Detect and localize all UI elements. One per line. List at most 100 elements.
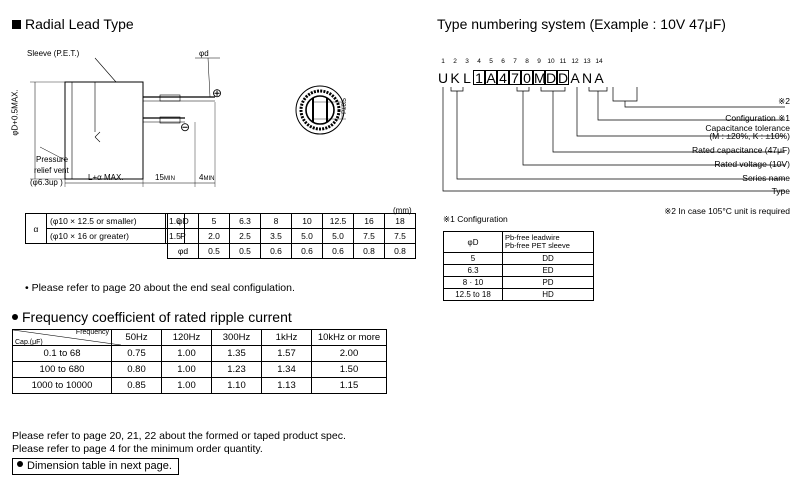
alpha-cond: (φ10 × 12.5 or smaller) <box>46 213 166 229</box>
lead-end-sub: MIN <box>203 176 215 182</box>
freq-cap: 100 to 680 <box>12 361 112 378</box>
code-char-box: A <box>485 70 497 86</box>
diameter-max-label: φD+0.5MAX. <box>10 89 20 136</box>
code-label-series: Series name <box>742 173 790 183</box>
freq-cell: 1.15 <box>311 377 387 394</box>
code-label-voltage: Rated voltage (10V) <box>714 159 790 169</box>
code-char: A <box>594 70 604 86</box>
dim-head: P <box>167 228 199 244</box>
code-position: 4 <box>477 58 481 65</box>
pressure-vent-label-2: relief vent <box>34 166 69 175</box>
config-head-line: Pb-free PET sleeve <box>505 241 570 250</box>
code-char: U <box>437 70 449 86</box>
minus-icon: ⊖ <box>180 120 191 134</box>
min-order-note: Please refer to page 4 for the minimum o… <box>12 443 263 455</box>
code-char: K <box>450 70 460 86</box>
code-position: 5 <box>489 58 493 65</box>
freq-cell: 2.00 <box>311 345 387 362</box>
formed-taped-note: Please refer to page 20, 21, 22 about th… <box>12 430 346 442</box>
freq-cell: 0.80 <box>111 361 162 378</box>
config-title: ※1 Configuration <box>443 214 508 224</box>
freq-header: 1kHz <box>261 329 312 346</box>
config-head-line: Pb-free leadwire <box>505 233 560 242</box>
code-position: 12 <box>571 58 579 65</box>
freq-cell: 1.00 <box>161 377 212 394</box>
code-position: 3 <box>465 58 469 65</box>
freq-cell: 0.75 <box>111 345 162 362</box>
freq-cell: 1.10 <box>211 377 262 394</box>
pitch-label: P±0.5 <box>341 98 348 114</box>
code-position: 7 <box>513 58 517 65</box>
dim-cell: 12.5 <box>322 213 354 229</box>
pressure-vent-label-3: (φ6.3up ) <box>30 178 63 187</box>
section-title-type-numbering: Type numbering system (Example : 10V 47μ… <box>437 16 726 32</box>
dimension-table: φD 5 6.3 8 10 12.5 16 18 P 2.0 2.5 3.5 5… <box>167 213 416 259</box>
config-head-diameter: φD <box>443 231 503 253</box>
square-bullet-icon <box>12 20 21 29</box>
dim-head: φD <box>167 213 199 229</box>
code-position: 2 <box>453 58 457 65</box>
code-label-type: Type <box>771 186 790 196</box>
diagonal-divider <box>13 330 121 345</box>
section-title-radial: Radial Lead Type <box>12 16 134 32</box>
freq-cell: 1.23 <box>211 361 262 378</box>
dim-cell: 0.8 <box>353 243 385 259</box>
dim-cell: 5.0 <box>291 228 323 244</box>
code-position: 13 <box>583 58 591 65</box>
next-page-link[interactable]: Dimension table in next page. <box>12 458 179 475</box>
code-position: 14 <box>595 58 603 65</box>
config-code: DD <box>502 252 594 265</box>
freq-corner-bottom: Cap.(μF) <box>15 339 43 346</box>
freq-corner-top: Frequency <box>75 329 109 336</box>
code-label-configuration: Configuration ※1 <box>725 113 790 123</box>
dim-cell: 0.5 <box>198 243 230 259</box>
freq-cell: 1.57 <box>261 345 312 362</box>
freq-cell: 1.35 <box>211 345 262 362</box>
code-char-box: 7 <box>509 70 521 86</box>
sleeve-label: Sleeve (P.E.T.) <box>27 49 80 58</box>
code-label-105c: ※2 <box>778 96 790 106</box>
dim-cell: 2.0 <box>198 228 230 244</box>
dim-cell: 10 <box>291 213 323 229</box>
lead-length-sub: MIN <box>163 176 175 182</box>
dim-cell: 3.5 <box>260 228 292 244</box>
alpha-table: α (φ10 × 12.5 or smaller) 1.0 (φ10 × 16 … <box>25 213 185 244</box>
code-char-box: D <box>545 70 557 86</box>
section-title-text: Radial Lead Type <box>25 16 134 32</box>
freq-cell: 1.13 <box>261 377 312 394</box>
alpha-cond: (φ10 × 16 or greater) <box>46 228 166 244</box>
next-page-text: Dimension table in next page. <box>27 460 172 472</box>
code-position: 10 <box>547 58 555 65</box>
config-head-code: Pb-free leadwire Pb-free PET sleeve <box>502 231 594 253</box>
code-label-capacitance: Rated capacitance (47μF) <box>692 145 790 155</box>
length-label: L+α MAX. <box>88 173 124 182</box>
code-position: 6 <box>501 58 505 65</box>
mm-unit: (mm) <box>393 206 412 215</box>
capacitor-drawing <box>30 57 346 187</box>
dim-cell: 0.8 <box>384 243 416 259</box>
105c-note: ※2 In case 105°C unit is required <box>664 206 790 216</box>
code-char-box: 4 <box>497 70 509 86</box>
dim-cell: 18 <box>384 213 416 229</box>
code-position: 11 <box>559 58 567 65</box>
code-char: L <box>463 70 471 86</box>
code-char-box: M <box>533 70 546 86</box>
code-char-box: D <box>557 70 569 86</box>
lead-length-value: 15 <box>155 173 164 182</box>
dim-cell: 16 <box>353 213 385 229</box>
dim-cell: 7.5 <box>353 228 385 244</box>
code-position: 8 <box>525 58 529 65</box>
plus-icon: ⊕ <box>212 86 223 100</box>
dim-cell: 0.6 <box>260 243 292 259</box>
code-label-tolerance-values: (M : ±20%, K : ±10%) <box>709 131 790 141</box>
config-code: HD <box>502 288 594 301</box>
seal-note: • Please refer to page 20 about the end … <box>25 282 295 294</box>
code-char-box: 1 <box>473 70 485 86</box>
lead-end-value: 4 <box>199 173 204 182</box>
code-char: N <box>581 70 593 86</box>
code-label-tolerance: Capacitance tolerance <box>705 123 790 133</box>
config-code: ED <box>502 264 594 277</box>
configuration-table: φD Pb-free leadwire Pb-free PET sleeve 5… <box>443 231 594 301</box>
